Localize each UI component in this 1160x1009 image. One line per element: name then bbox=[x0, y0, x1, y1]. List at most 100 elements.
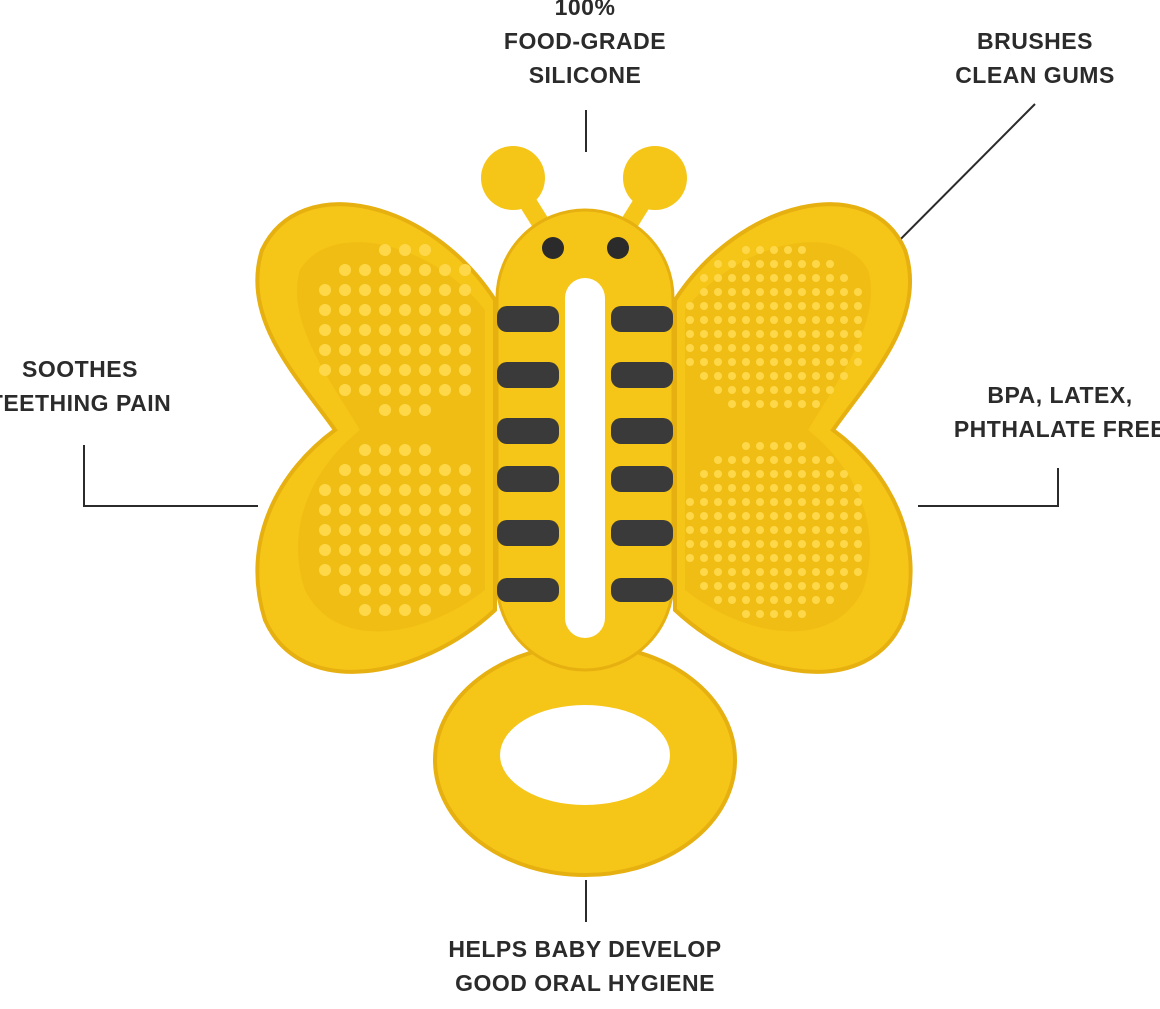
bristle-dot bbox=[419, 404, 431, 416]
bristle-dot bbox=[840, 372, 848, 380]
bristle-dot bbox=[359, 604, 371, 616]
bristle-dot bbox=[339, 564, 351, 576]
bristle-dot bbox=[419, 364, 431, 376]
bristle-dot bbox=[728, 386, 736, 394]
callout-line: 100% bbox=[554, 0, 616, 20]
bristle-dot bbox=[728, 596, 736, 604]
bristle-dot bbox=[770, 260, 778, 268]
bristle-dot bbox=[714, 288, 722, 296]
bristle-dot bbox=[700, 274, 708, 282]
bristle-dot bbox=[728, 302, 736, 310]
callout-line: TEETHING PAIN bbox=[0, 390, 172, 416]
bristle-dot bbox=[826, 288, 834, 296]
bristle-dot bbox=[756, 372, 764, 380]
stripe bbox=[497, 520, 559, 546]
bristle-dot bbox=[686, 358, 694, 366]
bristle-dot bbox=[798, 540, 806, 548]
bristle-dot bbox=[798, 484, 806, 492]
bristle-dot bbox=[798, 260, 806, 268]
bristle-dot bbox=[379, 544, 391, 556]
bpa-leader-line bbox=[918, 468, 1059, 507]
bristle-dot bbox=[419, 564, 431, 576]
bristle-dot bbox=[319, 284, 331, 296]
bristle-dot bbox=[359, 344, 371, 356]
bristle-dot bbox=[742, 344, 750, 352]
bristle-dot bbox=[826, 540, 834, 548]
bristle-dot bbox=[770, 540, 778, 548]
bristle-dot bbox=[784, 470, 792, 478]
bristle-dot bbox=[686, 330, 694, 338]
bristle-dot bbox=[339, 384, 351, 396]
bristle-dot bbox=[770, 554, 778, 562]
bristle-dot bbox=[770, 610, 778, 618]
bristle-dot bbox=[798, 400, 806, 408]
callout-line: SOOTHES bbox=[22, 356, 138, 382]
bristle-dot bbox=[459, 584, 471, 596]
bristle-dot bbox=[812, 498, 820, 506]
bristle-dot bbox=[770, 568, 778, 576]
bristle-dot bbox=[756, 246, 764, 254]
bristle-dot bbox=[770, 400, 778, 408]
bristle-dot bbox=[854, 288, 862, 296]
bristle-dot bbox=[399, 264, 411, 276]
bristle-dot bbox=[319, 324, 331, 336]
bristle-dot bbox=[812, 470, 820, 478]
bristle-dot bbox=[798, 316, 806, 324]
bristle-dot bbox=[798, 582, 806, 590]
bristle-dot bbox=[728, 288, 736, 296]
bristle-dot bbox=[399, 324, 411, 336]
bristle-dot bbox=[784, 400, 792, 408]
bristle-dot bbox=[399, 524, 411, 536]
bristle-dot bbox=[826, 302, 834, 310]
bristle-dot bbox=[798, 526, 806, 534]
bristle-dot bbox=[742, 554, 750, 562]
bristle-dot bbox=[419, 584, 431, 596]
right-wing-bristles bbox=[686, 246, 862, 618]
bristle-dot bbox=[798, 456, 806, 464]
bristle-dot bbox=[770, 274, 778, 282]
bristle-dot bbox=[742, 456, 750, 464]
bristle-dot bbox=[770, 512, 778, 520]
bristle-dot bbox=[840, 470, 848, 478]
bristle-dot bbox=[826, 372, 834, 380]
bristle-dot bbox=[319, 564, 331, 576]
bristle-dot bbox=[854, 540, 862, 548]
bristle-dot bbox=[728, 582, 736, 590]
bristle-dot bbox=[756, 512, 764, 520]
bristle-dot bbox=[419, 324, 431, 336]
callout-line: BPA, LATEX, bbox=[987, 382, 1133, 408]
bristle-dot bbox=[854, 484, 862, 492]
bristle-dot bbox=[459, 564, 471, 576]
bristle-dot bbox=[359, 324, 371, 336]
bristle-dot bbox=[784, 344, 792, 352]
bristle-dot bbox=[686, 512, 694, 520]
bristle-dot bbox=[854, 344, 862, 352]
bristle-dot bbox=[714, 568, 722, 576]
bristle-dot bbox=[854, 358, 862, 366]
bristle-dot bbox=[459, 264, 471, 276]
bristle-dot bbox=[784, 582, 792, 590]
bristle-dot bbox=[399, 404, 411, 416]
bristle-dot bbox=[784, 372, 792, 380]
bristle-dot bbox=[784, 456, 792, 464]
bristle-dot bbox=[319, 544, 331, 556]
bristle-dot bbox=[379, 604, 391, 616]
bristle-dot bbox=[359, 264, 371, 276]
body-slot bbox=[565, 278, 605, 638]
bristle-dot bbox=[812, 568, 820, 576]
body-stripes bbox=[497, 306, 673, 602]
callout-line: FOOD-GRADE bbox=[503, 28, 667, 54]
bristle-dot bbox=[339, 584, 351, 596]
bristle-dot bbox=[840, 526, 848, 534]
bristle-dot bbox=[399, 304, 411, 316]
bristle-dot bbox=[812, 554, 820, 562]
bristle-dot bbox=[812, 456, 820, 464]
bristle-dot bbox=[714, 358, 722, 366]
stripe bbox=[611, 520, 673, 546]
bristle-dot bbox=[359, 304, 371, 316]
bristle-dot bbox=[439, 504, 451, 516]
bristle-dot bbox=[770, 246, 778, 254]
bristle-dot bbox=[756, 442, 764, 450]
bristle-dot bbox=[840, 288, 848, 296]
bristle-dot bbox=[742, 260, 750, 268]
